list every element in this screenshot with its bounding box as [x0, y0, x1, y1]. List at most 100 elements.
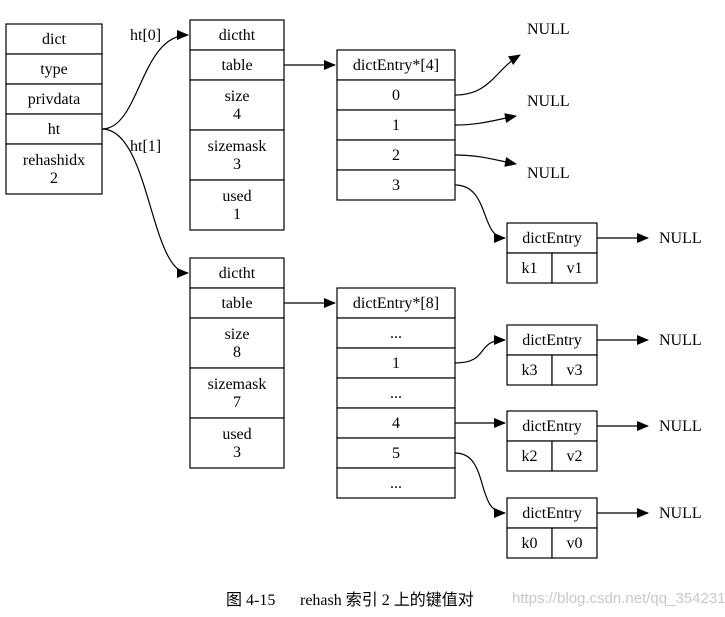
dictentry-array-4-label-3: 2: [392, 147, 400, 164]
dictht-0-cell-4: [189, 179, 285, 231]
null-label: NULL: [659, 230, 702, 247]
dictentry-array-4-cell-4: [336, 169, 456, 201]
dictentry-value-cell: [551, 354, 598, 386]
dictentry-k0: dictEntry k0 v0: [506, 497, 598, 559]
dictentry-k2: dictEntry k2 v2: [506, 410, 598, 472]
dict-struct-label-3: ht: [48, 121, 61, 138]
dictentry-key-cell: [506, 252, 553, 284]
null-label: NULL: [527, 21, 570, 38]
dictht-0-cell-2: [189, 79, 285, 131]
edges: [101, 30, 649, 518]
edge-ht1: [101, 128, 189, 278]
dictht-0-label-4: 1: [233, 206, 241, 223]
dictht-0-label-3: 3: [233, 156, 241, 173]
edge-bucket2-null: [454, 154, 517, 167]
edge-label-ht0: ht[0]: [130, 27, 161, 44]
dictht-1-cell-3: [189, 367, 285, 419]
dictht-1-label-3: sizemask: [208, 376, 267, 393]
dictentry-array-8-cell-3: [336, 377, 456, 409]
dictentry-value: v2: [567, 448, 583, 465]
dictht-0-label-3: sizemask: [208, 138, 267, 155]
caption-number: 图 4-15: [226, 592, 276, 609]
dictentry-array-8-label-0: dictEntry*[8]: [353, 295, 439, 312]
edge-bucket3-entry: [454, 184, 506, 243]
dictentry-array-8: dictEntry*[8]...1...45...: [336, 287, 456, 499]
dictentry-array-8-cell-1: [336, 317, 456, 349]
dictentry-value-cell: [551, 527, 598, 559]
dictht-1-label-2: 8: [233, 344, 241, 361]
edge-bucket0-null: [454, 54, 521, 96]
dict-struct-cell-0: [5, 23, 103, 55]
dict-struct-cell-4: [5, 143, 103, 195]
dictentry-array-4-cell-1: [336, 79, 456, 111]
dictentry-array-4-label-2: 1: [392, 117, 400, 134]
dictentry-header-cell: [506, 222, 598, 254]
dictht-0-cell-3: [189, 129, 285, 181]
dictentry-key: k1: [522, 260, 538, 277]
dictentry-header: dictEntry: [522, 332, 582, 349]
edge-bucket5-entry: [454, 452, 506, 518]
dict-struct-cell-1: [5, 53, 103, 85]
dictentry-array-8-cell-6: [336, 467, 456, 499]
edge-bucket1-entry: [454, 335, 506, 364]
dictentry-key: k3: [522, 362, 538, 379]
dictentry-header-cell: [506, 410, 598, 442]
dictentry-array-8-label-6: ...: [390, 475, 402, 492]
dict-struct-label-2: privdata: [28, 91, 80, 108]
dictht-1-cell-4: [189, 417, 285, 469]
dictentry-value-cell: [551, 252, 598, 284]
dictentry-array-8-label-2: 1: [392, 355, 400, 372]
dictentry-key: k0: [522, 535, 538, 552]
edge-ht0: [101, 30, 189, 130]
edge-label-ht1: ht[1]: [130, 138, 161, 155]
watermark: https://blog.csdn.net/qq_35423154: [512, 590, 725, 607]
dictentry-array-4-cell-2: [336, 109, 456, 141]
dictht-0-label-2: 4: [233, 106, 241, 123]
dictentry-array-8-label-3: ...: [390, 385, 402, 402]
dict-struct-cell-3: [5, 113, 103, 145]
dictentry-header: dictEntry: [522, 418, 582, 435]
dictentry-value: v0: [567, 535, 583, 552]
dictentry-header-cell: [506, 324, 598, 356]
dictentry-key-cell: [506, 354, 553, 386]
nodes: dicttypeprivdatahtrehashidx2dicthttables…: [5, 19, 598, 559]
dictht-1-label-1: table: [221, 295, 252, 312]
dictentry-k3: dictEntry k3 v3: [506, 324, 598, 386]
dictht-1-label-4: used: [222, 426, 251, 443]
dictentry-value: v3: [567, 362, 583, 379]
dict-struct-cell-2: [5, 83, 103, 115]
dictentry-header: dictEntry: [522, 505, 582, 522]
dict-struct-label-0: dict: [42, 31, 67, 48]
null-label: NULL: [659, 418, 702, 435]
dictht-0-label-2: size: [225, 88, 250, 105]
dictentry-array-8-label-5: 5: [392, 445, 400, 462]
dictentry-key-cell: [506, 440, 553, 472]
dictentry-value-cell: [551, 440, 598, 472]
dictht-1-label-4: 3: [233, 444, 241, 461]
null-label: NULL: [527, 93, 570, 110]
dictentry-array-8-cell-0: [336, 287, 456, 319]
dictht-1-cell-0: [189, 257, 285, 289]
dictht-1-cell-1: [189, 287, 285, 319]
dictentry-array-8-label-4: 4: [392, 415, 400, 432]
dictentry-k1: dictEntry k1 v1: [506, 222, 598, 284]
dictentry-header: dictEntry: [522, 230, 582, 247]
dictentry-array-4-cell-3: [336, 139, 456, 171]
dictentry-array-4-label-4: 3: [392, 177, 400, 194]
null-label: NULL: [659, 505, 702, 522]
dictentry-array-8-cell-2: [336, 347, 456, 379]
dictentry-array-4-label-1: 0: [392, 87, 400, 104]
dictht-1-cell-2: [189, 317, 285, 369]
dictht-1-label-3: 7: [233, 394, 241, 411]
dictht-0-label-4: used: [222, 188, 251, 205]
dict-struct-label-4: rehashidx: [23, 152, 85, 169]
caption-text: rehash 索引 2 上的键值对: [300, 592, 474, 609]
dictentry-key: k2: [522, 448, 538, 465]
dictentry-value: v1: [567, 260, 583, 277]
null-label: NULL: [527, 165, 570, 182]
